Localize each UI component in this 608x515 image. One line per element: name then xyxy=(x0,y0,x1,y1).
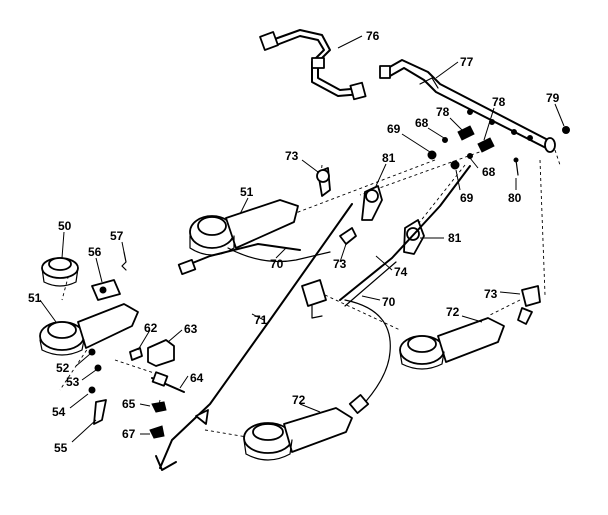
bracket-56 xyxy=(91,279,121,301)
callout-70-right: 70 xyxy=(382,295,396,309)
hardware-small-parts xyxy=(427,125,570,176)
manifold-77 xyxy=(379,59,556,153)
callout-62: 62 xyxy=(144,321,158,335)
clip-62 xyxy=(129,347,143,361)
callout-78-right: 78 xyxy=(492,95,506,109)
callout-63: 63 xyxy=(184,322,198,336)
callout-55: 55 xyxy=(54,441,68,455)
callout-71: 71 xyxy=(254,313,268,327)
callout-73-right: 73 xyxy=(484,287,498,301)
callout-70-left: 70 xyxy=(270,257,284,271)
burner-cap-50 xyxy=(41,257,79,287)
tube-70 xyxy=(227,247,391,414)
valve-73-center xyxy=(339,227,357,245)
tube-74 xyxy=(339,165,471,307)
valve-73-upper xyxy=(316,167,331,197)
callout-69-top: 69 xyxy=(387,122,401,136)
callout-76: 76 xyxy=(366,29,380,43)
callout-68-right: 68 xyxy=(482,165,496,179)
callout-56: 56 xyxy=(88,245,102,259)
burner-51-upper xyxy=(177,199,301,275)
gas-tube-76 xyxy=(259,29,367,101)
shield-63 xyxy=(147,339,175,367)
callout-51-left: 51 xyxy=(28,291,42,305)
burner-51-left xyxy=(39,303,139,356)
callout-64: 64 xyxy=(190,371,204,385)
callout-78-left: 78 xyxy=(436,105,450,119)
callout-80: 80 xyxy=(508,191,522,205)
callout-79: 79 xyxy=(546,91,560,105)
callout-labels: 76 77 79 78 78 69 68 81 73 51 68 69 80 5… xyxy=(28,29,560,455)
callout-53: 53 xyxy=(66,375,80,389)
callout-72-right: 72 xyxy=(446,305,460,319)
callout-74: 74 xyxy=(394,265,408,279)
orifice-64 xyxy=(151,371,185,393)
knobs-65-67 xyxy=(149,401,167,439)
callout-54: 54 xyxy=(52,405,66,419)
tube-71 xyxy=(155,203,353,471)
leader-lines xyxy=(39,35,565,443)
valve-73-right xyxy=(517,285,541,325)
callout-73-upper: 73 xyxy=(285,149,299,163)
valve-81-right xyxy=(403,219,425,255)
callout-81-left: 81 xyxy=(382,151,396,165)
callout-67: 67 xyxy=(122,427,136,441)
bracket-55 xyxy=(93,399,107,425)
callout-50: 50 xyxy=(58,219,72,233)
callout-69-right: 69 xyxy=(460,191,474,205)
burner-72-bottom xyxy=(243,407,353,461)
burner-72-right xyxy=(399,317,505,370)
spring-57 xyxy=(121,251,127,271)
clamp-center xyxy=(301,279,327,319)
callout-77: 77 xyxy=(460,55,474,69)
callout-72-bottom: 72 xyxy=(292,393,306,407)
callout-73-center: 73 xyxy=(333,257,347,271)
valve-81-left xyxy=(361,185,383,221)
screws-52-53-54 xyxy=(88,348,102,394)
callout-65: 65 xyxy=(122,397,136,411)
callout-51-upper: 51 xyxy=(240,185,254,199)
callout-81-right: 81 xyxy=(448,231,462,245)
callout-68-top: 68 xyxy=(415,116,429,130)
callout-57: 57 xyxy=(110,229,124,243)
callout-52: 52 xyxy=(56,361,70,375)
